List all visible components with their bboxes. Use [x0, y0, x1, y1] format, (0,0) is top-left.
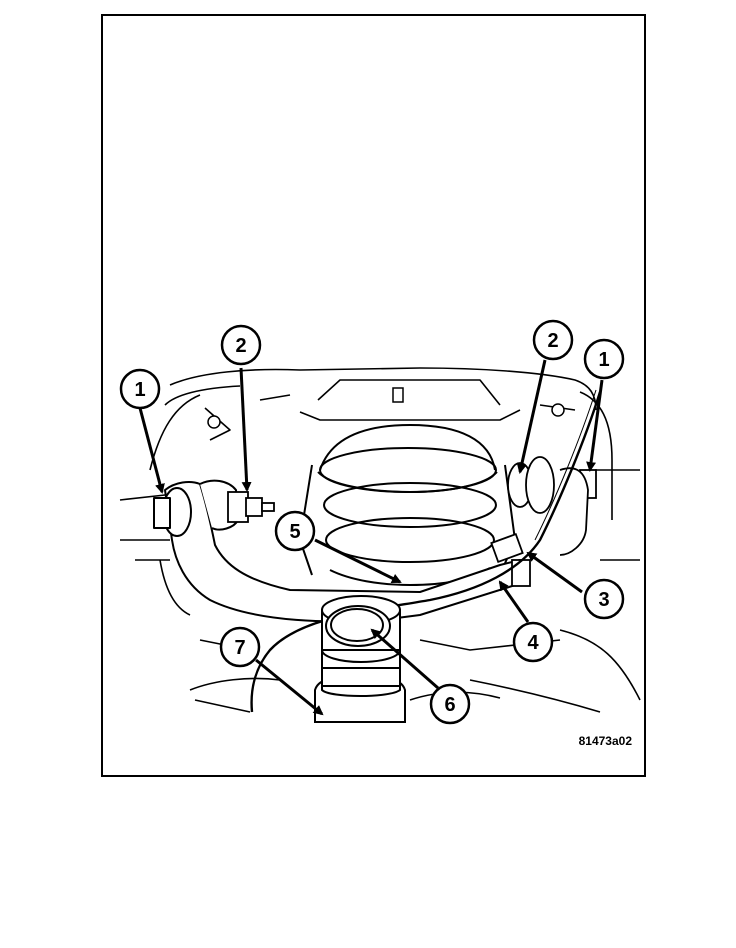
callout-c6: 6 — [429, 683, 471, 725]
callout-c4: 4 — [512, 621, 554, 663]
leader-c3 — [526, 551, 583, 594]
leader-c2-right — [516, 359, 547, 474]
coil-spring — [298, 423, 517, 587]
leader-c7 — [255, 658, 324, 716]
callout-c2-right: 2 — [532, 319, 574, 361]
callout-c5: 5 — [274, 510, 316, 552]
wire-harness — [250, 389, 602, 713]
callout-label-c6: 6 — [444, 694, 455, 716]
leader-c2-left — [239, 367, 252, 492]
callout-label-c3: 3 — [598, 589, 609, 611]
callout-c7: 7 — [219, 626, 261, 668]
callout-label-c5: 5 — [289, 521, 300, 543]
callout-label-c2-left: 2 — [235, 335, 246, 357]
left-pivot-bolt — [227, 491, 275, 523]
callout-c2-left: 2 — [220, 324, 262, 366]
callout-label-c2-right: 2 — [547, 330, 558, 352]
leader-c1-left — [138, 407, 165, 494]
callout-label-c7: 7 — [234, 637, 245, 659]
callout-c3: 3 — [583, 578, 625, 620]
callout-label-c1-right: 1 — [598, 349, 609, 371]
right-pivot-bushing — [507, 456, 597, 556]
bump-stop — [314, 595, 406, 723]
leader-c4 — [498, 580, 530, 623]
callout-label-c4: 4 — [527, 632, 539, 654]
clip-assembly — [490, 533, 531, 587]
leader-c6 — [370, 628, 439, 690]
callout-c1-left: 1 — [119, 368, 161, 410]
callout-c1-right: 1 — [583, 338, 625, 380]
leader-c5 — [314, 538, 402, 584]
leader-lines — [138, 359, 604, 716]
leader-c1-right — [586, 379, 604, 472]
callout-label-c1-left: 1 — [134, 379, 145, 401]
figure-code: 81473a02 — [579, 734, 633, 748]
frame-bolts — [207, 387, 565, 429]
